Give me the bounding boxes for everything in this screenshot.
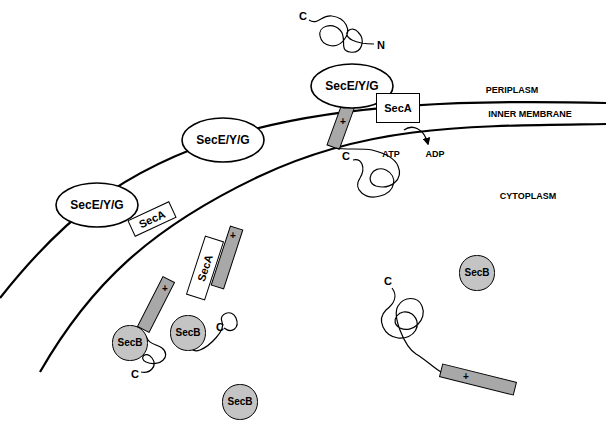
text-label: C: [299, 11, 307, 22]
node-label: SecA: [196, 253, 215, 283]
node-label: SecA: [384, 103, 412, 114]
node-label: SecE/Y/G: [70, 199, 123, 211]
text-label: C: [216, 322, 224, 333]
ellipse-shape: [182, 118, 264, 162]
node-label: SecB: [175, 328, 200, 338]
secb-circle: SecB: [170, 315, 205, 350]
translocon-ellipse: SecE/Y/G: [55, 182, 139, 228]
text-label: C: [342, 151, 350, 162]
translocon-ellipse: SecE/Y/G: [181, 117, 265, 163]
charge-sign: +: [162, 284, 168, 294]
text-label: ADP: [425, 150, 444, 159]
text-label: C: [384, 276, 392, 287]
secb-circle: SecB: [459, 255, 494, 290]
node-label: SecA: [137, 208, 167, 230]
text-label: INNER MEMBRANE: [488, 110, 572, 119]
charge-sign: +: [340, 117, 346, 127]
node-label: SecB: [227, 397, 252, 407]
signal-sequence: [440, 364, 517, 395]
charge-sign: +: [230, 231, 236, 241]
node-label: SecB: [117, 338, 142, 348]
secb-circle: SecB: [222, 384, 257, 419]
text-label: N: [377, 40, 385, 51]
membrane-inner-line: [40, 124, 606, 372]
charge-sign: +: [463, 372, 469, 382]
secb-circle: SecB: [112, 325, 147, 360]
signal-sequence: [137, 277, 174, 333]
text-label: CYTOPLASM: [500, 192, 556, 201]
text-label: PERIPLASM: [486, 86, 539, 95]
folded-protein: [309, 16, 374, 52]
ellipse-shape: [56, 183, 138, 227]
node-label: SecE/Y/G: [325, 80, 378, 92]
folded-protein: [382, 288, 441, 372]
node-label: SecB: [464, 268, 489, 278]
membrane-outer-line: [0, 102, 606, 298]
node-label: SecE/Y/G: [196, 134, 249, 146]
atp-hydrolysis-arrow: [404, 127, 428, 144]
unfolded-protein: [336, 148, 399, 197]
seca-box: SecA: [376, 93, 420, 123]
signal-sequence: [327, 102, 355, 150]
text-label: C: [131, 369, 139, 380]
text-label: ATP: [382, 150, 399, 159]
